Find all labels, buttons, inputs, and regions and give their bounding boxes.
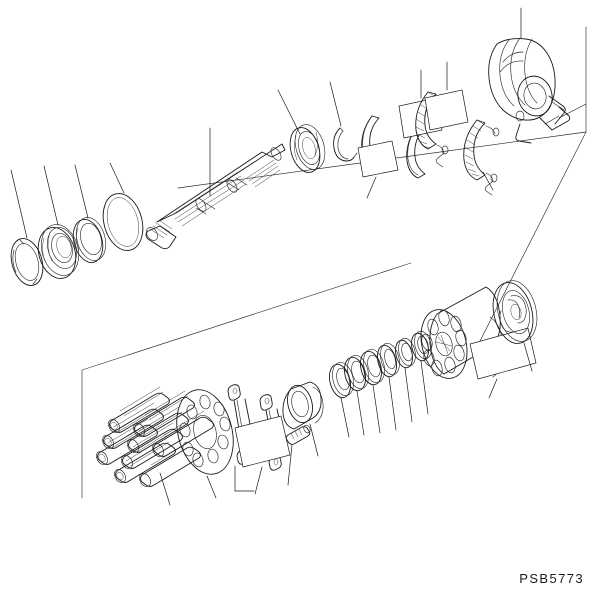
- part-seal-ring: [68, 214, 110, 266]
- part-washer-1: [326, 360, 357, 400]
- part-pin-screw: [286, 424, 311, 444]
- leader-needle-bearing-b: [483, 172, 493, 190]
- part-washer-5: [393, 336, 418, 369]
- part-needle-bearing-a: [416, 92, 448, 167]
- leader-washer-5: [405, 368, 412, 422]
- part-spacer-bushing: [283, 382, 323, 429]
- part-washer-6: [409, 329, 434, 362]
- part-washer-4: [374, 341, 402, 378]
- balloon-valve-plate: [524, 343, 532, 371]
- balloon-needle-bearing: [425, 62, 468, 130]
- leader-ball-bearing: [44, 166, 58, 225]
- leader-washer-1: [341, 398, 349, 437]
- part-washer-2: [341, 353, 372, 393]
- leader-washer-4: [389, 377, 396, 430]
- part-shaft-bearing: [285, 121, 330, 176]
- leader-retaining-ring: [330, 82, 341, 126]
- part-drive-shaft: [144, 144, 285, 249]
- leader-retainer-plate: [207, 476, 216, 498]
- leader-washer-6: [421, 361, 428, 414]
- part-needle-bearing-b: [464, 120, 499, 195]
- balloon-bearing-shoe-a: [358, 141, 398, 198]
- part-valve-plate: [487, 276, 543, 347]
- figure-code-label: PSB5773: [519, 571, 584, 586]
- part-retaining-ring: [334, 128, 357, 161]
- leader-piston-set: [160, 473, 170, 505]
- leader-washer-2: [357, 391, 364, 435]
- part-piston-set: [94, 387, 213, 489]
- leader-seal-ring: [75, 165, 88, 218]
- balloon-link-rod-a: [235, 466, 254, 491]
- part-snap-ring: [6, 235, 48, 289]
- balloon-link-rod-b: [235, 416, 290, 494]
- leader-swash-plate-arm: [559, 104, 586, 118]
- leader-spacer-bushing: [310, 424, 318, 456]
- part-cover-plate: [97, 189, 149, 255]
- leader-shaft-bearing: [278, 90, 300, 134]
- leader-washer-3: [373, 385, 380, 433]
- leader-snap-ring: [11, 170, 27, 238]
- part-washer-3: [357, 347, 388, 387]
- assembly-boundary-lower: [82, 263, 411, 498]
- part-swash-plate: [489, 38, 570, 143]
- leader-cover-plate: [110, 163, 124, 193]
- leader-pin-screw: [288, 445, 292, 485]
- balloon-cylinder-block: [470, 328, 536, 398]
- part-retainer-plate: [168, 384, 241, 481]
